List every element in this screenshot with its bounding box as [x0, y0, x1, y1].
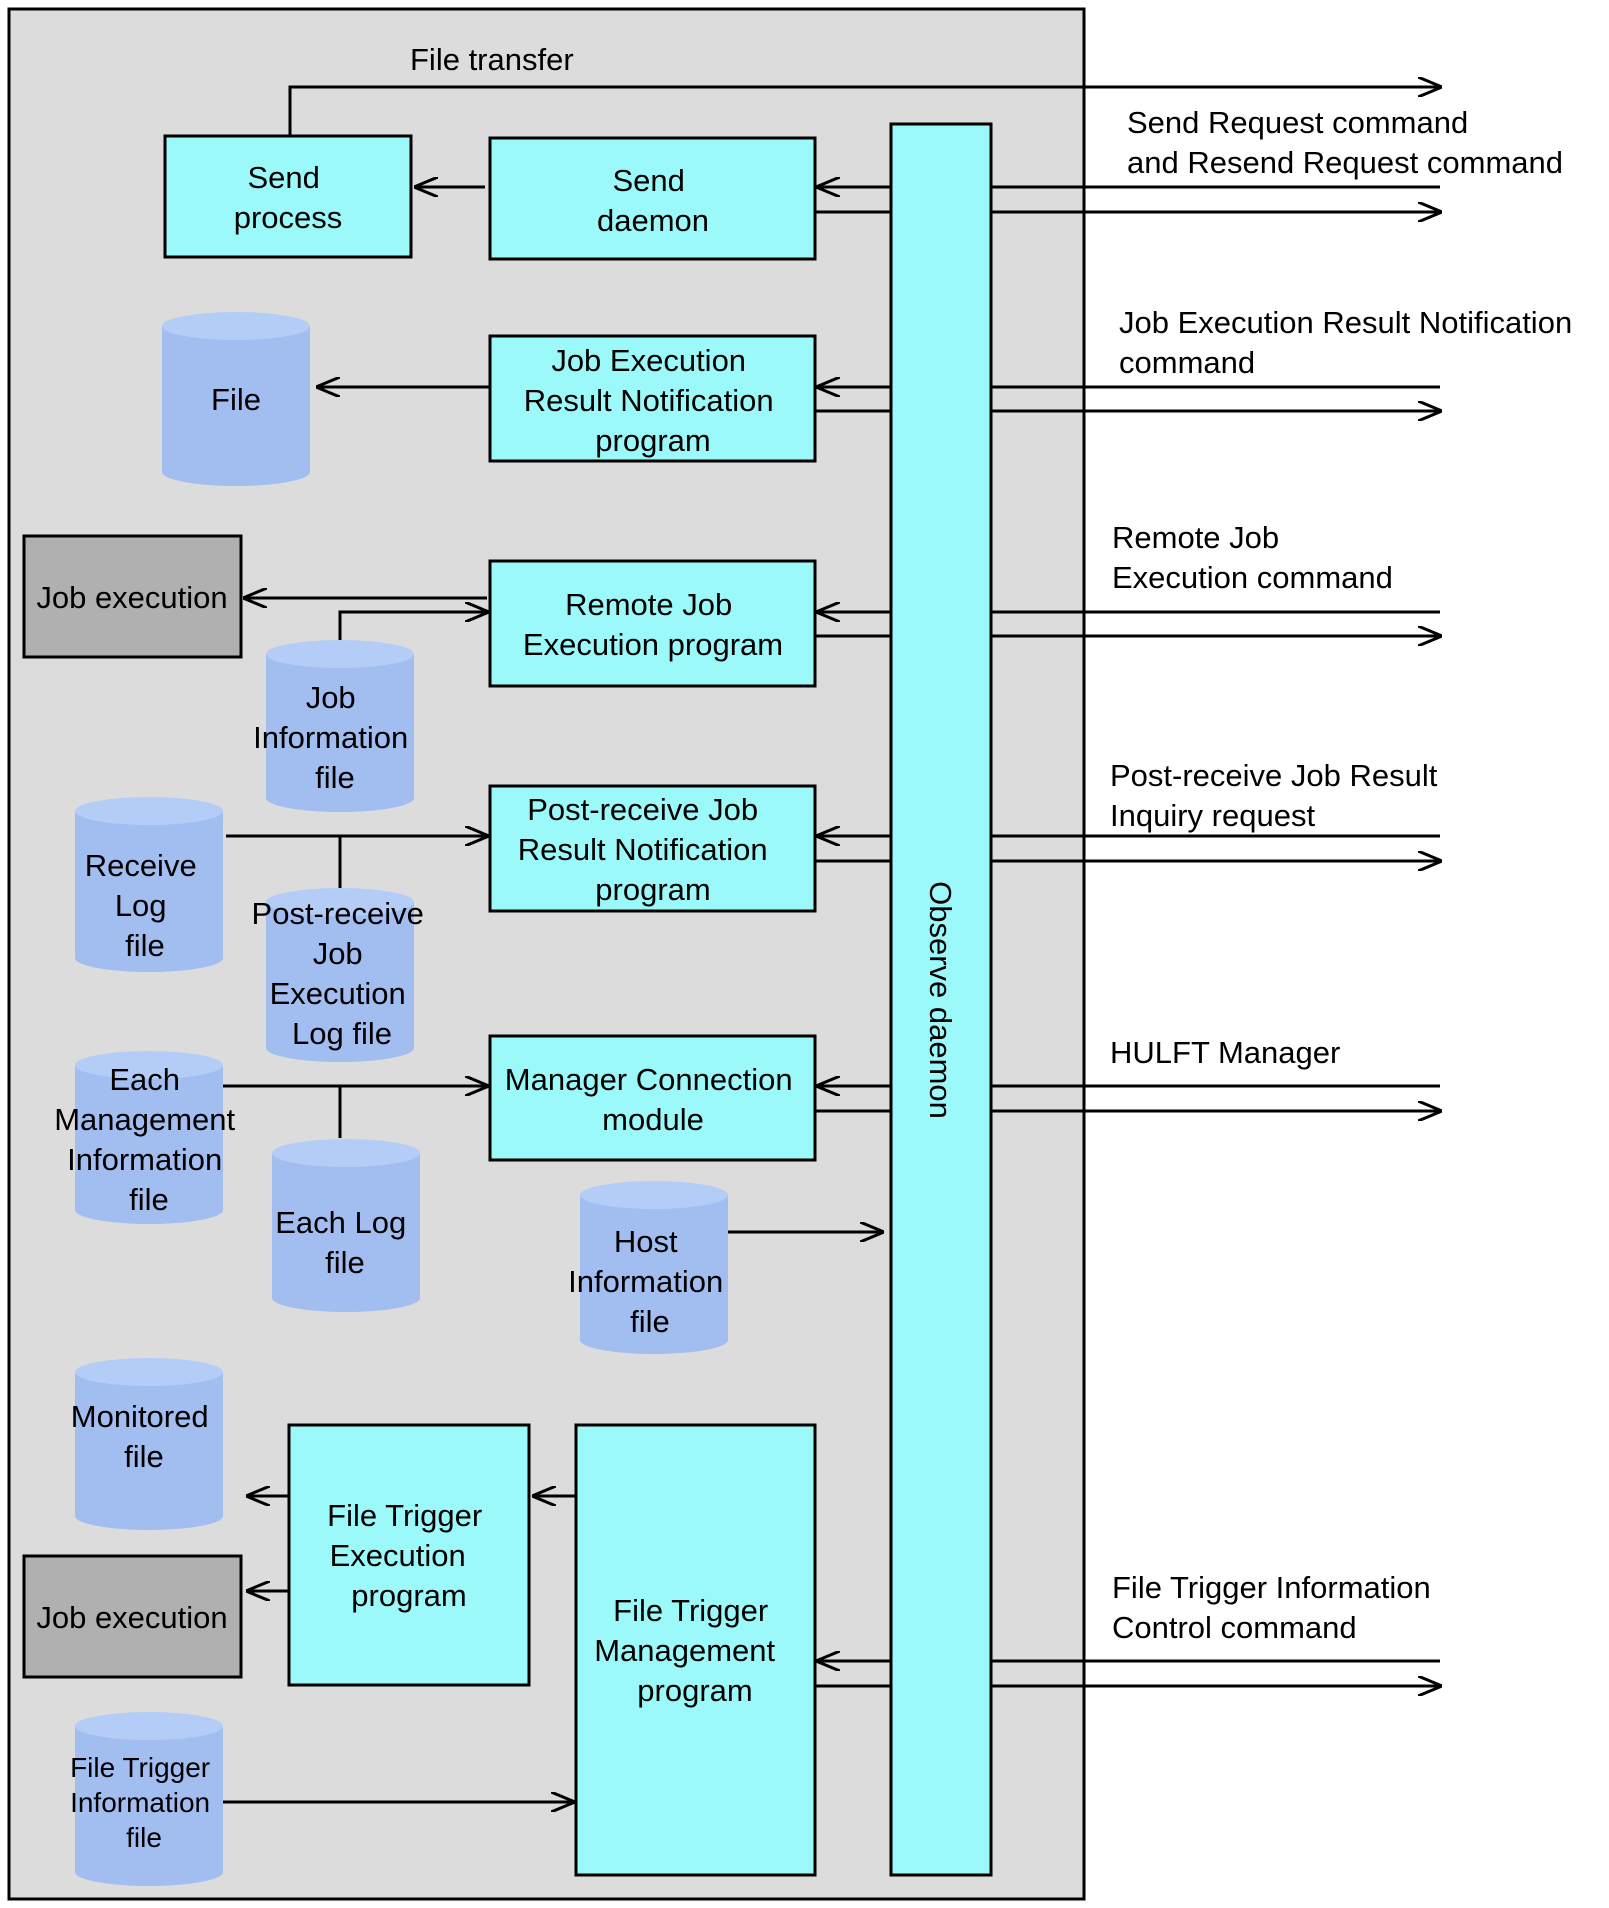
svg-text:Job Information fi: Job Information file [253, 680, 417, 795]
job-execution-box-2 [22, 1554, 243, 1679]
job-execution-label-2: Job execution [36, 1600, 227, 1635]
svg-text:Each Log file: Each Log file [275, 1205, 415, 1280]
observe-daemon-box [889, 122, 993, 1877]
send-process-label: Send process [234, 160, 343, 235]
file-trigger-exec-box [287, 1423, 531, 1687]
observe-daemon-label: Observe daemon [923, 881, 958, 1119]
remote-job-program-label: Remote Job Execution program [523, 587, 783, 662]
receive-log-file-cylinder: Receive Log file [75, 797, 223, 972]
post-receive-job-execution-log-file-cylinder: Post-receive Job Execution Log file [252, 888, 433, 1062]
svg-text:File: File [211, 382, 261, 417]
file-trigger-mgmt-label: File Trigger Management program [594, 1593, 784, 1708]
job-execution-box-1 [22, 534, 243, 659]
post-receive-program-label: Post-receive Job Result Notification pro… [518, 792, 776, 907]
svg-text:Receive Log file: Receive Log file [85, 848, 206, 963]
hulft-manager-label: HULFT Manager [1110, 1035, 1340, 1070]
each-log-file-cylinder: Each Log file [272, 1139, 420, 1312]
post-receive-program-box [488, 784, 817, 913]
svg-text:File Trigger Information: File Trigger Information file [70, 1752, 218, 1853]
svg-text:Monitored file: Monitored file [71, 1399, 217, 1474]
file-trigger-mgmt-box [574, 1423, 817, 1877]
job-exec-result-command-label: Job Execution Result Notification comman… [1119, 305, 1581, 380]
send-request-command-label: Send Request command and Resend Request … [1127, 105, 1563, 180]
manager-module-label: Manager Connection module [505, 1062, 801, 1137]
send-daemon-box [488, 136, 817, 261]
post-receive-request-label: Post-receive Job Result Inquiry request [1110, 758, 1446, 833]
remote-job-command-label: Remote Job Execution command [1112, 520, 1393, 595]
each-management-information-file-cylinder: Each Management Information file [54, 1051, 244, 1224]
svg-text:Each Management In: Each Management Information file [54, 1062, 244, 1217]
monitored-file-cylinder: Monitored file [71, 1358, 223, 1530]
manager-module-box [488, 1034, 817, 1162]
job-exec-result-program-box [488, 334, 817, 463]
file-cylinder: File [162, 312, 310, 486]
host-information-file-cylinder: Host Information file [568, 1181, 732, 1354]
file-trigger-information-file-cylinder: File Trigger Information file [70, 1712, 223, 1886]
remote-job-program-box [488, 559, 817, 688]
svg-text:Post-receive Job E: Post-receive Job Execution Log file [252, 896, 433, 1051]
file-transfer-arrow [288, 87, 1440, 136]
send-daemon-label: Send daemon [597, 163, 709, 238]
send-process-box [163, 134, 413, 259]
job-execution-label-1: Job execution [36, 580, 227, 615]
job-exec-result-program-label: Job Execution Result Notification progra… [524, 343, 782, 458]
file-trigger-exec-label: File Trigger Execution program [327, 1498, 491, 1613]
job-information-file-cylinder: Job Information file [253, 640, 417, 812]
svg-text:Host Information f: Host Information file [568, 1224, 732, 1339]
file-transfer-label: File transfer [410, 42, 574, 77]
job-info-to-remote-arrow [338, 612, 487, 640]
file-trigger-command-label: File Trigger Information Control command [1112, 1570, 1439, 1645]
